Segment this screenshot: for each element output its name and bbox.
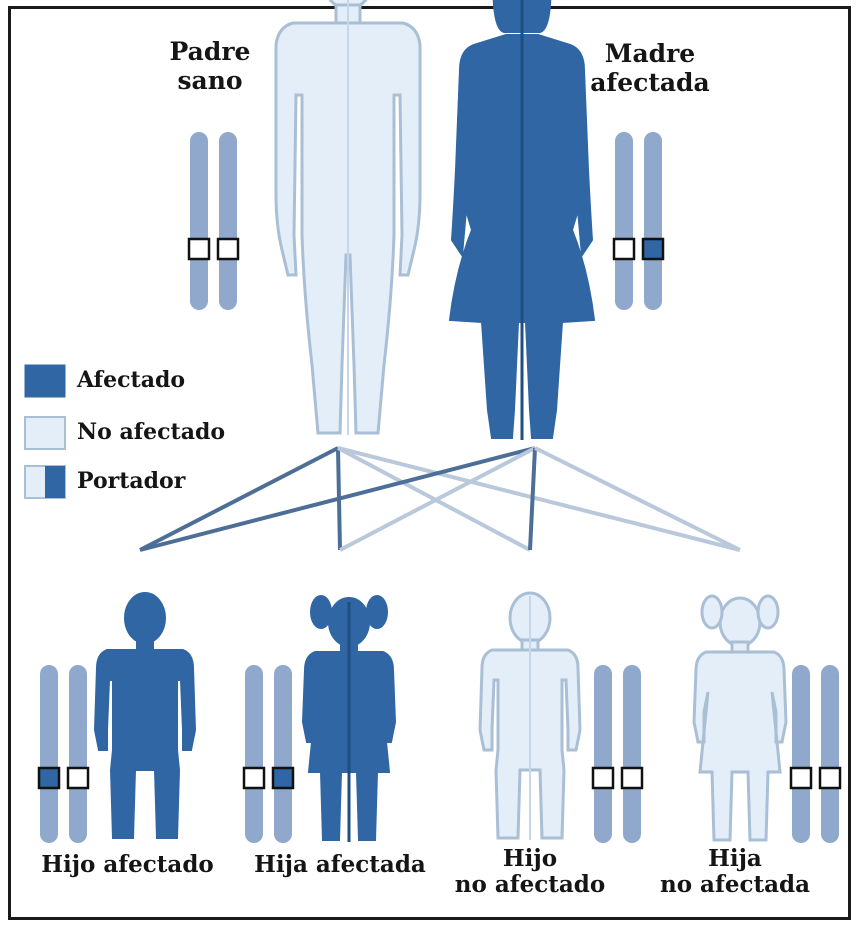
child-label-line1: Hijo bbox=[440, 846, 620, 872]
daughter-unaffected-chromosomes bbox=[791, 665, 840, 843]
son-unaffected-figure bbox=[480, 593, 580, 840]
child-label-line1: Hija bbox=[645, 846, 825, 872]
mother-chromosomes bbox=[614, 132, 663, 310]
allele-unaffected bbox=[593, 768, 613, 788]
child-label-line2: no afectado bbox=[440, 872, 620, 898]
allele-unaffected bbox=[622, 768, 642, 788]
allele-unaffected bbox=[218, 239, 238, 259]
child-label-daughter-affected: Hija afectada bbox=[235, 852, 445, 878]
legend-unaffected-label: No afectado bbox=[77, 419, 225, 445]
mother-label: Madre afectada bbox=[575, 40, 725, 98]
allele-unaffected bbox=[68, 768, 88, 788]
son-unaffected-chromosomes bbox=[593, 665, 642, 843]
son-affected-figure bbox=[95, 593, 195, 838]
line-father-daughter-unaffected bbox=[338, 448, 740, 550]
legend-carrier-swatch bbox=[25, 466, 65, 498]
legend-affected-swatch bbox=[25, 365, 65, 397]
legend-unaffected-swatch bbox=[25, 417, 65, 449]
allele-unaffected bbox=[614, 239, 634, 259]
inheritance-lines bbox=[140, 448, 740, 550]
child-label-line1: Hija afectada bbox=[235, 852, 445, 878]
daughter-affected-chromosomes bbox=[244, 665, 293, 843]
son-affected-chromosomes bbox=[39, 665, 88, 843]
allele-unaffected bbox=[244, 768, 264, 788]
father-label-line2: sano bbox=[150, 67, 270, 96]
allele-unaffected bbox=[820, 768, 840, 788]
allele-unaffected bbox=[189, 239, 209, 259]
mother-label-line2: afectada bbox=[575, 69, 725, 98]
child-label-line2: no afectada bbox=[645, 872, 825, 898]
child-label-line1: Hijo afectado bbox=[25, 852, 230, 878]
daughter-unaffected-figure bbox=[694, 596, 786, 840]
child-label-son-unaffected: Hijo no afectado bbox=[440, 846, 620, 899]
father-chromosomes bbox=[189, 132, 238, 310]
child-label-son-affected: Hijo afectado bbox=[25, 852, 230, 878]
child-label-daughter-unaffected: Hija no afectada bbox=[645, 846, 825, 899]
daughter-affected-figure bbox=[303, 596, 395, 842]
legend-affected-label: Afectado bbox=[77, 367, 185, 393]
father-figure bbox=[276, 0, 420, 435]
line-mother-son-unaffected bbox=[530, 448, 535, 550]
legend-carrier-label: Portador bbox=[77, 468, 185, 494]
mother-label-line1: Madre bbox=[575, 40, 725, 69]
father-label: Padre sano bbox=[150, 38, 270, 96]
legend bbox=[25, 365, 65, 498]
allele-unaffected bbox=[791, 768, 811, 788]
mother-figure bbox=[450, 0, 594, 440]
allele-affected bbox=[39, 768, 59, 788]
line-father-son-affected bbox=[140, 448, 338, 550]
father-label-line1: Padre bbox=[150, 38, 270, 67]
allele-affected bbox=[643, 239, 663, 259]
allele-affected bbox=[273, 768, 293, 788]
line-mother-daughter-unaffected bbox=[535, 448, 740, 550]
